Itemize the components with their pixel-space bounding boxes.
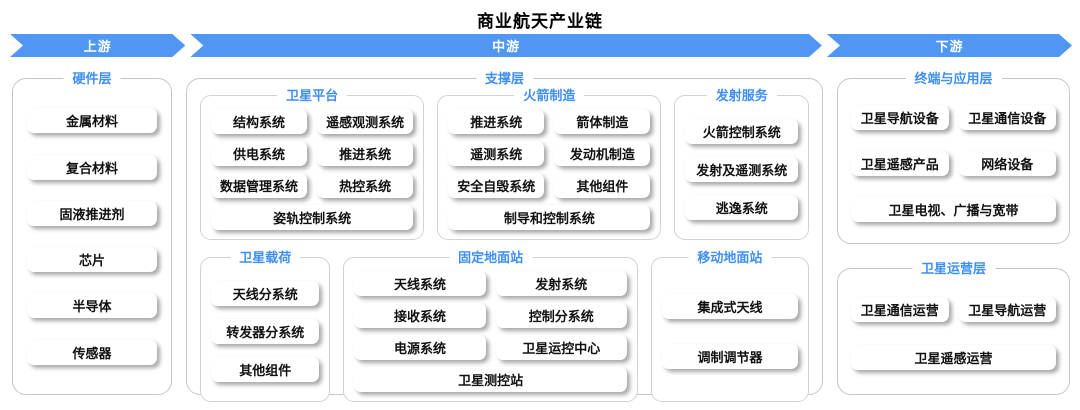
group-label: 火箭制造 xyxy=(514,87,585,105)
item-card: 网络设备 xyxy=(958,150,1056,176)
diagram-body: 硬件层 金属材料 复合材料 固液推进剂 芯片 半导体 传感器 支撑层 卫星平台 … xyxy=(12,70,1070,402)
group-item-grid: 卫星导航设备 卫星通信设备 卫星遥感产品 网络设备 卫星电视、广播与宽带 xyxy=(838,79,1069,243)
group-item-list: 集成式天线 调制调节器 xyxy=(652,258,808,401)
item-card: 调制调节器 xyxy=(661,344,798,370)
layer-label: 终端与应用层 xyxy=(905,70,1002,88)
layer-label: 硬件层 xyxy=(63,70,121,88)
group-box-satellite-platform: 卫星平台 结构系统 遥感观测系统 供电系统 推进系统 数据管理系统 热控系统 姿… xyxy=(200,87,425,240)
group-item-grid: 结构系统 遥感观测系统 供电系统 推进系统 数据管理系统 热控系统 姿轨控制系统 xyxy=(201,96,423,239)
item-card: 卫星电视、广播与宽带 xyxy=(851,196,1056,222)
item-card: 卫星运控中心 xyxy=(495,335,627,360)
item-card: 遥感观测系统 xyxy=(317,109,414,134)
group-item-list: 天线分系统 转发器分系统 其他组件 xyxy=(201,258,329,401)
item-card: 卫星遥感运营 xyxy=(851,345,1056,371)
group-item-grid: 卫星通信运营 卫星导航运营 卫星遥感运营 xyxy=(838,269,1069,394)
item-card: 转发器分系统 xyxy=(211,319,320,344)
item-card: 推进系统 xyxy=(448,109,545,134)
item-card: 推进系统 xyxy=(317,141,414,166)
layer-box-satellite-operation: 卫星运营层 卫星通信运营 卫星导航运营 卫星遥感运营 xyxy=(837,260,1070,395)
item-card: 遥测系统 xyxy=(448,141,545,166)
item-card: 发射系统 xyxy=(495,271,627,296)
item-card: 卫星通信运营 xyxy=(851,297,949,323)
item-card: 卫星导航设备 xyxy=(851,104,949,130)
page-title: 商业航天产业链 xyxy=(477,12,603,31)
hardware-item-list: 金属材料 复合材料 固液推进剂 芯片 半导体 传感器 xyxy=(13,79,171,394)
group-box-satellite-payload: 卫星载荷 天线分系统 转发器分系统 其他组件 xyxy=(200,249,331,402)
item-card: 数据管理系统 xyxy=(211,173,308,198)
group-item-grid: 天线系统 发射系统 接收系统 控制分系统 电源系统 卫星运控中心 卫星测控站 xyxy=(344,258,636,401)
item-card: 接收系统 xyxy=(354,303,486,328)
item-card: 其他组件 xyxy=(211,357,320,382)
item-card: 固液推进剂 xyxy=(27,200,157,226)
item-card: 天线系统 xyxy=(354,271,486,296)
layer-label: 支撑层 xyxy=(475,70,534,88)
item-card: 传感器 xyxy=(27,339,157,365)
support-layer-groups: 卫星平台 结构系统 遥感观测系统 供电系统 推进系统 数据管理系统 热控系统 姿… xyxy=(187,79,822,402)
item-card: 发动机制造 xyxy=(554,141,651,166)
item-card: 制导和控制系统 xyxy=(448,205,651,230)
group-item-grid: 推进系统 箭体制造 遥测系统 发动机制造 安全自毁系统 其他组件 制导和控制系统 xyxy=(438,96,660,239)
item-card: 逃逸系统 xyxy=(685,195,798,220)
stage-arrow-midstream: 中游 xyxy=(190,34,822,57)
item-card: 半导体 xyxy=(27,293,157,319)
group-label: 固定地面站 xyxy=(449,249,533,267)
layer-box-hardware: 硬件层 金属材料 复合材料 固液推进剂 芯片 半导体 传感器 xyxy=(12,70,172,395)
item-card: 电源系统 xyxy=(354,335,486,360)
stage-arrow-label: 上游 xyxy=(83,39,112,54)
item-card: 供电系统 xyxy=(211,141,308,166)
item-card: 集成式天线 xyxy=(661,293,798,319)
stage-arrow-downstream: 下游 xyxy=(827,34,1072,57)
item-card: 卫星测控站 xyxy=(354,367,627,392)
item-card: 卫星通信设备 xyxy=(958,104,1056,130)
item-card: 其他组件 xyxy=(554,173,651,198)
layer-box-terminal-application: 终端与应用层 卫星导航设备 卫星通信设备 卫星遥感产品 网络设备 卫星电视、广播… xyxy=(837,70,1070,245)
item-card: 箭体制造 xyxy=(554,109,651,134)
item-card: 发射及遥测系统 xyxy=(685,157,798,182)
support-row-bottom: 卫星载荷 天线分系统 转发器分系统 其他组件 固定地面站 天线系统 发射系统 接… xyxy=(200,249,809,402)
group-label: 卫星载荷 xyxy=(230,249,301,267)
item-card: 火箭控制系统 xyxy=(685,119,798,144)
group-box-rocket-manufacturing: 火箭制造 推进系统 箭体制造 遥测系统 发动机制造 安全自毁系统 其他组件 制导… xyxy=(437,87,662,240)
support-row-top: 卫星平台 结构系统 遥感观测系统 供电系统 推进系统 数据管理系统 热控系统 姿… xyxy=(200,87,809,240)
item-card: 控制分系统 xyxy=(495,303,627,328)
item-card: 姿轨控制系统 xyxy=(211,205,414,230)
group-box-mobile-ground-station: 移动地面站 集成式天线 调制调节器 xyxy=(650,249,809,402)
group-box-fixed-ground-station: 固定地面站 天线系统 发射系统 接收系统 控制分系统 电源系统 卫星运控中心 卫… xyxy=(343,249,638,402)
item-card: 安全自毁系统 xyxy=(448,173,545,198)
item-card: 卫星导航运营 xyxy=(958,297,1056,323)
item-card: 天线分系统 xyxy=(211,281,320,306)
item-card: 金属材料 xyxy=(27,108,157,134)
stage-arrow-upstream: 上游 xyxy=(10,34,185,57)
item-card: 芯片 xyxy=(27,247,157,273)
group-item-list: 火箭控制系统 发射及遥测系统 逃逸系统 xyxy=(675,96,808,239)
stage-arrow-bar: 上游 中游 下游 xyxy=(10,34,1072,57)
stage-arrow-label: 下游 xyxy=(935,39,964,54)
group-box-launch-services: 发射服务 火箭控制系统 发射及遥测系统 逃逸系统 xyxy=(674,87,809,240)
layer-label: 卫星运营层 xyxy=(911,260,996,279)
item-card: 复合材料 xyxy=(27,154,157,180)
group-label: 发射服务 xyxy=(706,87,777,105)
item-card: 卫星遥感产品 xyxy=(851,150,949,176)
group-label: 移动地面站 xyxy=(688,249,772,267)
layer-box-support: 支撑层 卫星平台 结构系统 遥感观测系统 供电系统 推进系统 数据管理系统 热控… xyxy=(186,70,823,402)
stage-arrow-label: 中游 xyxy=(492,39,521,54)
downstream-column: 终端与应用层 卫星导航设备 卫星通信设备 卫星遥感产品 网络设备 卫星电视、广播… xyxy=(837,70,1070,395)
item-card: 结构系统 xyxy=(211,109,308,134)
group-label: 卫星平台 xyxy=(277,87,348,105)
item-card: 热控系统 xyxy=(317,173,414,198)
